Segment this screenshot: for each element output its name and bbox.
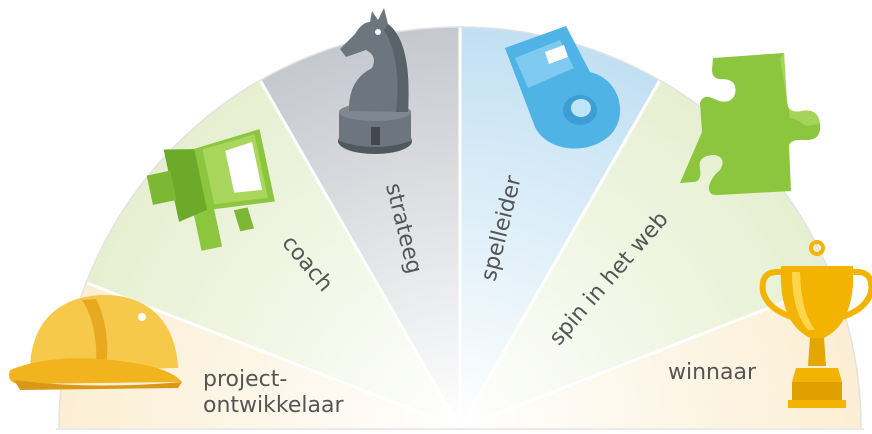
label-winnaar: winnaar	[668, 360, 757, 385]
hard-hat-icon	[9, 295, 182, 390]
label-projectontwikkelaar: project- ontwikkelaar	[203, 367, 344, 418]
megaphone-icon	[146, 129, 275, 251]
puzzle-piece-icon	[680, 53, 821, 196]
whistle-icon	[505, 26, 621, 149]
wedge-winnaar	[460, 283, 861, 428]
chess-knight-icon	[338, 8, 412, 154]
fan-outline	[58, 26, 862, 429]
trophy-icon	[759, 240, 872, 408]
